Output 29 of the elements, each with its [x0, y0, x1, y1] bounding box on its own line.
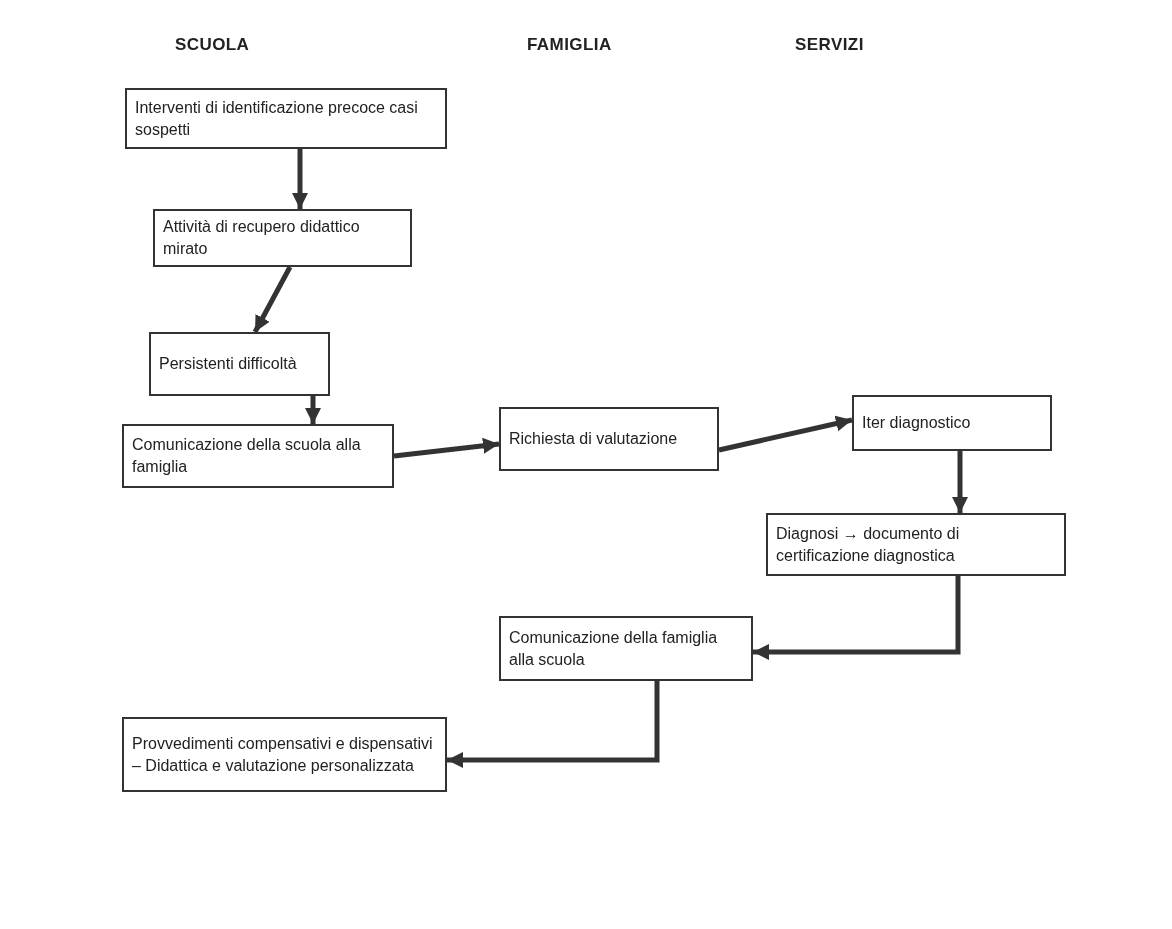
box-text: Interventi di identificazione precoce casi sospetti	[135, 97, 419, 140]
box-text: Attività di recupero didattico mirato	[163, 217, 361, 259]
process-box	[766, 513, 1066, 576]
process-box	[153, 209, 412, 267]
box-text: Persistenti difficoltà	[159, 354, 298, 375]
process-box	[499, 407, 719, 471]
arrow	[305, 396, 321, 424]
box-text: Diagnosi → documento di certificazione diagnostica	[776, 523, 961, 566]
process-box	[852, 395, 1052, 451]
process-box	[125, 88, 447, 149]
arrow	[252, 265, 293, 334]
box-text: Comunicazione della scuola alla famiglia	[132, 435, 362, 477]
process-box	[149, 332, 330, 396]
process-box	[122, 424, 394, 488]
arrow	[753, 576, 961, 660]
process-box	[122, 717, 447, 792]
arrow	[393, 437, 500, 459]
process-box	[499, 616, 753, 681]
box-text: Richiesta di valutazione	[509, 429, 679, 450]
box-text: Comunicazione della famiglia alla scuola	[509, 627, 719, 670]
column-heading: SCUOLA	[175, 34, 250, 56]
column-heading: SERVIZI	[795, 34, 864, 56]
arrow	[952, 451, 968, 513]
column-heading: FAMIGLIA	[527, 34, 612, 56]
arrow	[292, 149, 308, 209]
arrow	[447, 681, 660, 768]
box-text: Iter diagnostico	[862, 413, 972, 434]
arrow	[718, 415, 853, 453]
box-text: Provvedimenti compensativi e dispensativi – Didattica e valutazione personalizzata	[132, 733, 434, 776]
